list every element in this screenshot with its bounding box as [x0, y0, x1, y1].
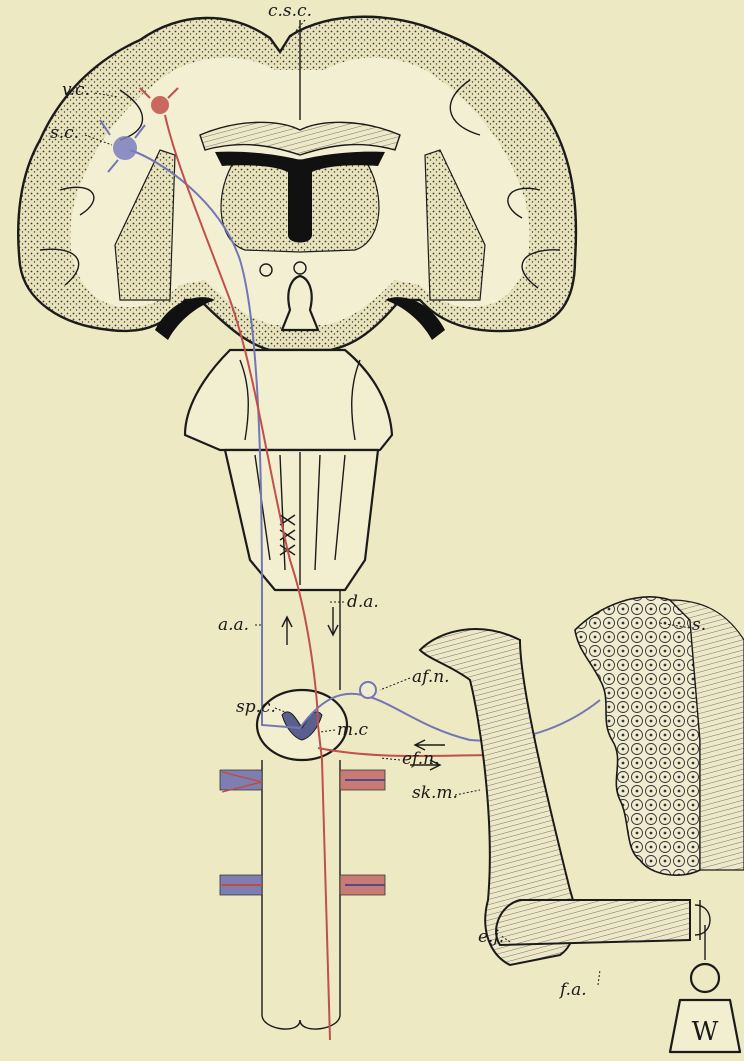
label-afn: af.n.: [412, 667, 450, 687]
medulla: [225, 450, 378, 590]
label-efn: ef.n.: [402, 749, 440, 769]
label-css: c.s.c.: [268, 1, 312, 21]
pons: [185, 350, 392, 450]
label-vc: v.c.: [62, 80, 90, 100]
skin-section: [575, 597, 744, 875]
weight-assembly: W: [670, 925, 740, 1052]
spinal-cord: [220, 590, 385, 1029]
spinal-cord-upper: [262, 590, 340, 690]
down-arrow: [328, 607, 338, 635]
nerve-roots: [220, 770, 385, 895]
brain-cross-section: [18, 17, 576, 350]
dorsal-root-ganglion: [360, 682, 376, 698]
weight-ring: [691, 964, 719, 992]
label-spc: sp.c.: [236, 697, 276, 717]
label-skm: sk.m.: [412, 783, 458, 803]
label-s: s.: [692, 615, 706, 635]
weight-letter: W: [692, 1017, 719, 1047]
label-ej: e.j.: [478, 927, 504, 947]
label-da: d.a.: [347, 592, 379, 612]
up-arrow: [282, 617, 292, 645]
label-mc: m.c: [337, 720, 369, 740]
label-aa: a.a.: [218, 615, 249, 635]
epidermis: [575, 597, 700, 875]
forearm: [496, 900, 690, 945]
label-fa: f.a.: [558, 980, 587, 1000]
label-sc: s.c.: [50, 123, 79, 143]
hand-end: [695, 900, 710, 940]
